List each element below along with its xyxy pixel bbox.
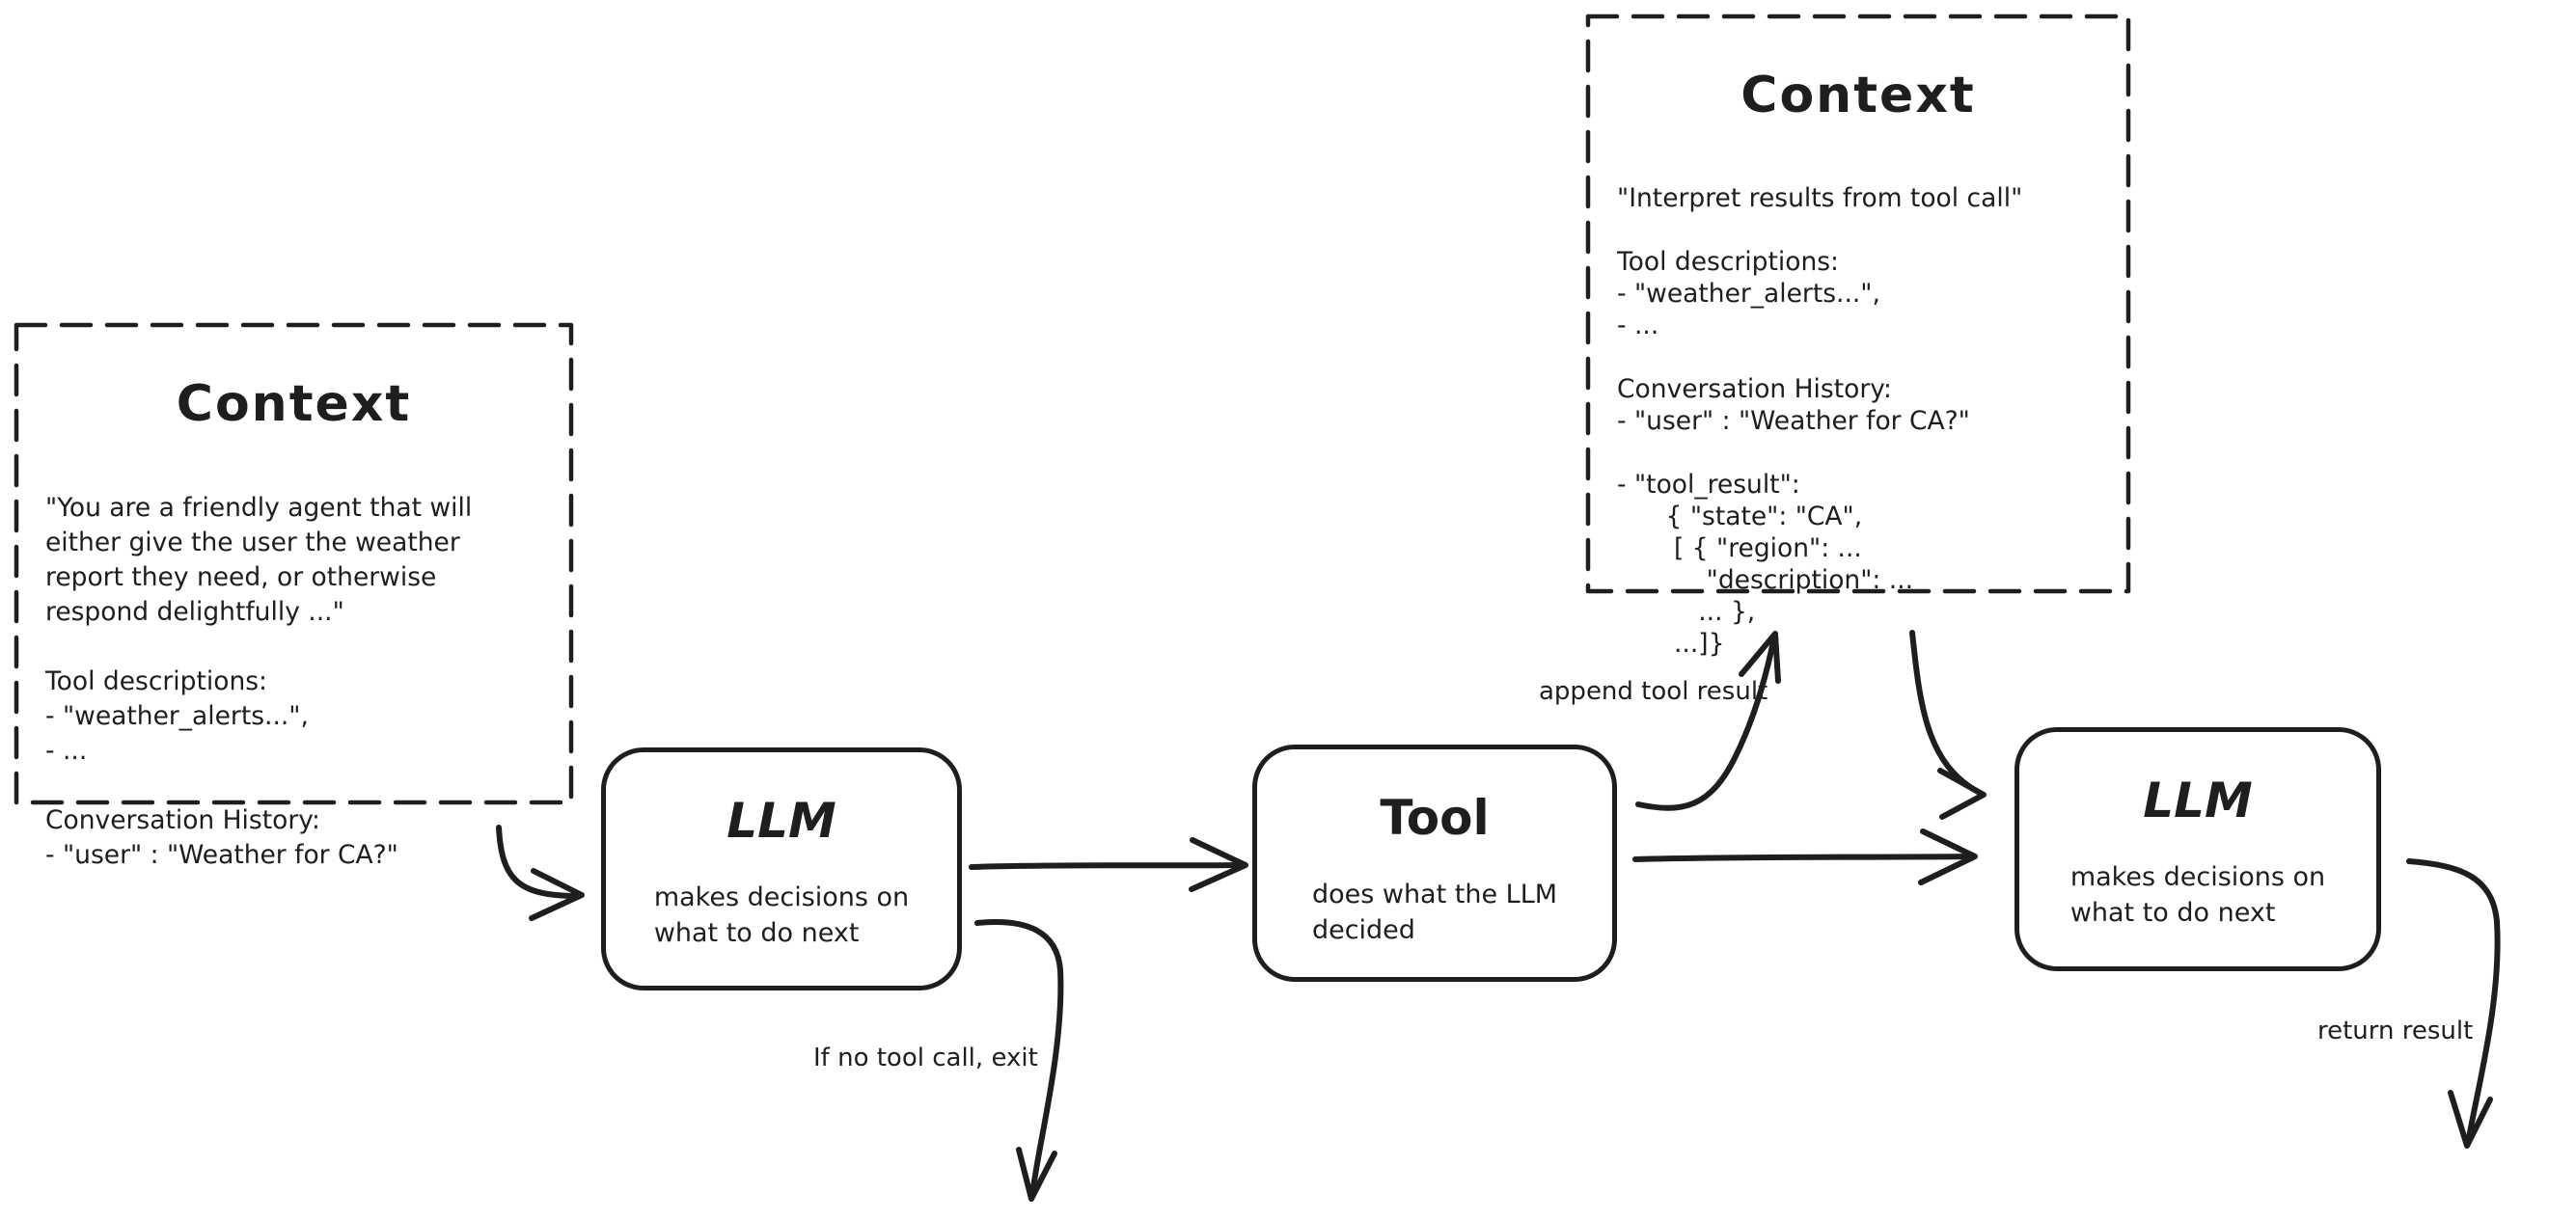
context-left-body: "You are a friendly agent that will eith… [45,493,473,870]
context-box-right: Context "Interpret results from tool cal… [1588,16,2128,659]
edge-label-return-result: return result [2317,1017,2474,1045]
arrow-tool-to-second-llm [1632,828,1978,885]
context-right-title: Context [1740,67,1976,124]
node-llm-second: LLM makes decisions on what to do next [2014,727,2381,971]
tool-subtitle: does what the LLM decided [1311,880,1558,945]
arrow-context-to-second-llm [1909,630,1987,820]
arrow-context-to-first-llm [496,825,585,921]
llm-second-subtitle: makes decisions on what to do next [2069,862,2326,928]
arrow-return-result [2406,858,2501,1149]
node-llm-first: LLM makes decisions on what to do next [601,747,962,990]
arrow-tool-to-context-append [1635,631,1781,811]
context-box-left: Context "You are a friendly agent that w… [16,325,571,870]
edge-label-append-tool-result: append tool result [1539,677,1768,706]
edge-label-if-no-tool-call-exit: If no tool call, exit [813,1044,1038,1072]
context-right-body: "Interpret results from tool call" Tool … [1617,183,2023,659]
llm-first-subtitle: makes decisions on what to do next [653,882,910,948]
llm-second-title: LLM [2143,773,2253,828]
node-tool: Tool does what the LLM decided [1252,745,1617,982]
context-left-title: Context [176,375,412,433]
context-right-border [1585,14,2131,594]
llm-first-title: LLM [726,793,836,849]
tool-title: Tool [1380,790,1490,846]
arrow-exit-if-no-tool-call [974,919,1064,1202]
context-left-border [14,322,574,805]
arrow-first-llm-to-tool [969,837,1248,892]
